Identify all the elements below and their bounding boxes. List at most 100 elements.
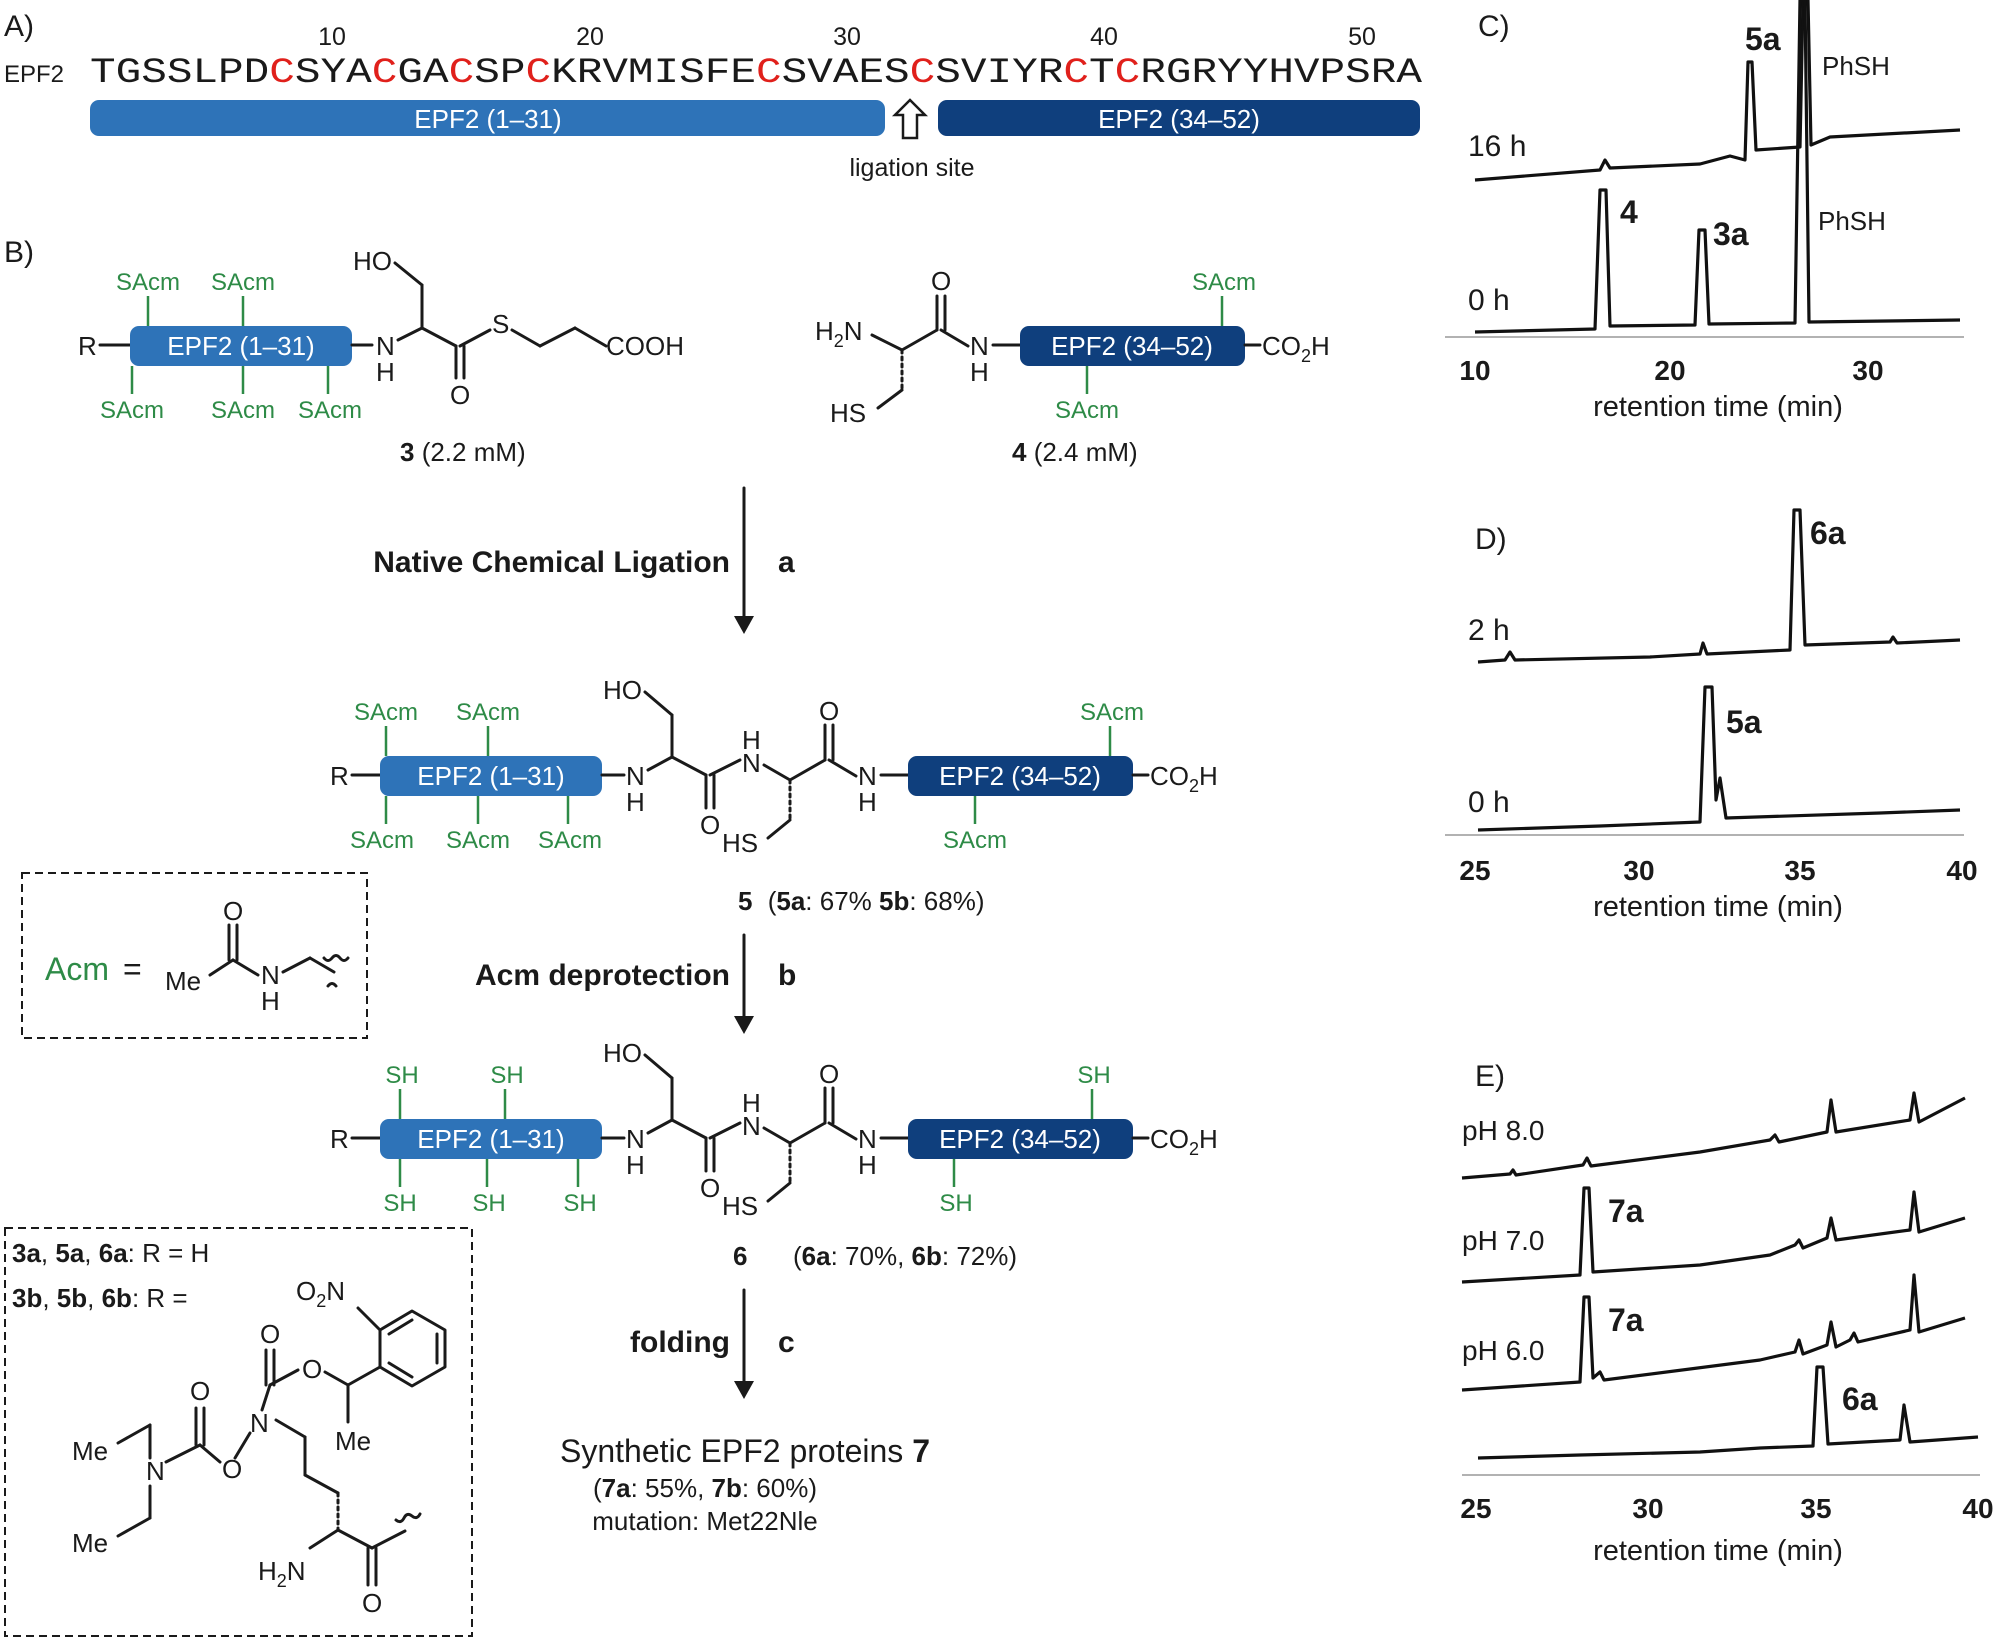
sequence-segment: SVAES bbox=[782, 53, 910, 93]
nh-h: H bbox=[626, 787, 645, 817]
co: CO bbox=[1150, 761, 1189, 791]
down-arrow-icon bbox=[734, 1016, 754, 1034]
r-group-label: R bbox=[330, 1124, 349, 1154]
product-7b-yield: : 60%) bbox=[742, 1473, 817, 1503]
subscript-2: 2 bbox=[1189, 776, 1199, 796]
co: CO bbox=[1150, 1124, 1189, 1154]
subscript-2: 2 bbox=[1301, 346, 1311, 366]
compound-5a-yield: : 67% bbox=[805, 886, 879, 916]
peak-4-label: 4 bbox=[1620, 194, 1638, 230]
fragment-34-52-bar-label: EPF2 (34–52) bbox=[1098, 104, 1260, 134]
position-10: 10 bbox=[318, 23, 346, 51]
sacm-group: SAcm bbox=[943, 827, 1007, 854]
caption-open: ( bbox=[793, 1241, 802, 1271]
benzene-ring bbox=[378, 1309, 447, 1388]
compound-5-caption: 5 (5a: 67% 5b: 68%) bbox=[738, 886, 985, 916]
epf2-34-52-box bbox=[1020, 326, 1245, 366]
peak-7a-label: 7a bbox=[1608, 1302, 1644, 1338]
sequence-segment: SP bbox=[474, 53, 525, 93]
nh-n: N bbox=[376, 331, 395, 361]
cysteine-residue: C bbox=[1115, 53, 1141, 93]
x-tick-label: 30 bbox=[1632, 1493, 1663, 1524]
cysteine-residue: C bbox=[756, 53, 782, 93]
step-b-letter: b bbox=[778, 959, 796, 992]
panel-c: C) 16 h 0 h 5a PhSH 4 3a PhSH 10 20 30 r… bbox=[1445, 0, 1964, 423]
panel-d: D) 2 h 0 h 6a 5a 25 30 35 40 retention t… bbox=[1445, 508, 1978, 923]
sep: , bbox=[84, 1238, 98, 1268]
sacm-group: SAcm bbox=[1055, 397, 1119, 424]
epf2-34-52-box bbox=[908, 756, 1133, 796]
nh-h: H bbox=[626, 1150, 645, 1180]
step-c-label: folding bbox=[630, 1326, 730, 1359]
sequence-segment: GA bbox=[397, 53, 448, 93]
trace-2h-label: 2 h bbox=[1468, 614, 1510, 647]
position-50: 50 bbox=[1348, 23, 1376, 51]
nh-n: N bbox=[626, 1124, 645, 1154]
methyl-me: Me bbox=[72, 1528, 108, 1558]
hydroxyl-ho: HO bbox=[603, 675, 642, 705]
h: H bbox=[1199, 1124, 1218, 1154]
nh-n: N bbox=[970, 331, 989, 361]
thiol-hs: HS bbox=[722, 828, 758, 858]
methyl-me: Me bbox=[165, 966, 201, 996]
nh-h: H bbox=[376, 357, 395, 387]
nh-n: N bbox=[858, 1124, 877, 1154]
fragment-34-52-bar bbox=[938, 100, 1420, 136]
acm-label: Acm bbox=[45, 951, 109, 987]
x-tick-label: 25 bbox=[1459, 855, 1490, 886]
panel-b-label: B) bbox=[4, 236, 34, 269]
label-3a: 3a bbox=[12, 1238, 41, 1268]
compound-6-number: 6 bbox=[733, 1241, 747, 1271]
trace-ph6-label: pH 6.0 bbox=[1462, 1335, 1545, 1366]
acm-definition-box: Acm = Me O N H bbox=[21, 872, 368, 1039]
caption-open: ( bbox=[593, 1473, 602, 1503]
epf2-34-52-box-label: EPF2 (34–52) bbox=[1051, 331, 1213, 361]
carbonyl-o: O bbox=[819, 696, 839, 726]
compound-6-structure: R EPF2 (1–31) SH SH SH SH SH N H HO O bbox=[330, 1038, 1218, 1271]
sequence-segment: T bbox=[1089, 53, 1115, 93]
product-7a-label: 7a bbox=[602, 1473, 631, 1503]
compound-4-number: 4 bbox=[1012, 437, 1027, 467]
epf2-34-52-box-label: EPF2 (34–52) bbox=[939, 1124, 1101, 1154]
hydroxyl-ho: HO bbox=[603, 1038, 642, 1068]
peak-3a-label: 3a bbox=[1713, 216, 1749, 252]
x-axis-label: retention time (min) bbox=[1593, 391, 1843, 423]
sacm-group: SAcm bbox=[456, 699, 520, 726]
nh-n: N bbox=[858, 761, 877, 791]
label-5a: 5a bbox=[55, 1238, 84, 1268]
trace-16h-label: 16 h bbox=[1468, 130, 1526, 163]
amine-h2n: H2N bbox=[815, 316, 863, 351]
hydroxylamine-n: N bbox=[250, 1408, 269, 1438]
x-axis-label: retention time (min) bbox=[1593, 1535, 1843, 1567]
r-group-label: R bbox=[78, 331, 97, 361]
chromatogram-trace-0h bbox=[1474, 0, 1961, 334]
compound-5b-yield: : 68%) bbox=[909, 886, 984, 916]
compound-6a-label: 6a bbox=[802, 1241, 831, 1271]
product-number: 7 bbox=[912, 1433, 930, 1469]
compound-3-caption: 3 (2.2 mM) bbox=[400, 437, 526, 467]
compound-5-number: 5 bbox=[738, 886, 752, 916]
amine-h: H bbox=[815, 316, 834, 346]
sh-group: SH bbox=[385, 1062, 418, 1089]
sh-group: SH bbox=[939, 1190, 972, 1217]
subscript-2: 2 bbox=[316, 1291, 326, 1311]
carboxyl-co2h: CO2H bbox=[1150, 1124, 1218, 1159]
carbonyl-o: O bbox=[223, 896, 243, 926]
trace-ph8-label: pH 8.0 bbox=[1462, 1115, 1545, 1146]
compound-5-structure: R EPF2 (1–31) SAcm SAcm SAcm SAcm SAcm N… bbox=[330, 675, 1218, 916]
r-equals-h: : R = H bbox=[128, 1238, 210, 1268]
chromatogram-trace-6a bbox=[1477, 1365, 1979, 1460]
label-3b: 3b bbox=[12, 1283, 42, 1313]
x-tick-label: 40 bbox=[1962, 1493, 1993, 1524]
compound-3-number: 3 bbox=[400, 437, 414, 467]
nh-h: H bbox=[261, 986, 280, 1016]
carboxyl-co2h: CO2H bbox=[1150, 761, 1218, 796]
compound-6b-label: 6b bbox=[912, 1241, 942, 1271]
ligation-site-arrow-icon bbox=[891, 98, 929, 140]
n: N bbox=[287, 1556, 306, 1586]
x-tick-label: 25 bbox=[1460, 1493, 1491, 1524]
r-definition-line-2: 3b, 5b, 6b: R = bbox=[12, 1283, 188, 1313]
compound-5b-label: 5b bbox=[879, 886, 909, 916]
thiol-hs: HS bbox=[830, 398, 866, 428]
ester-o: O bbox=[302, 1354, 322, 1384]
